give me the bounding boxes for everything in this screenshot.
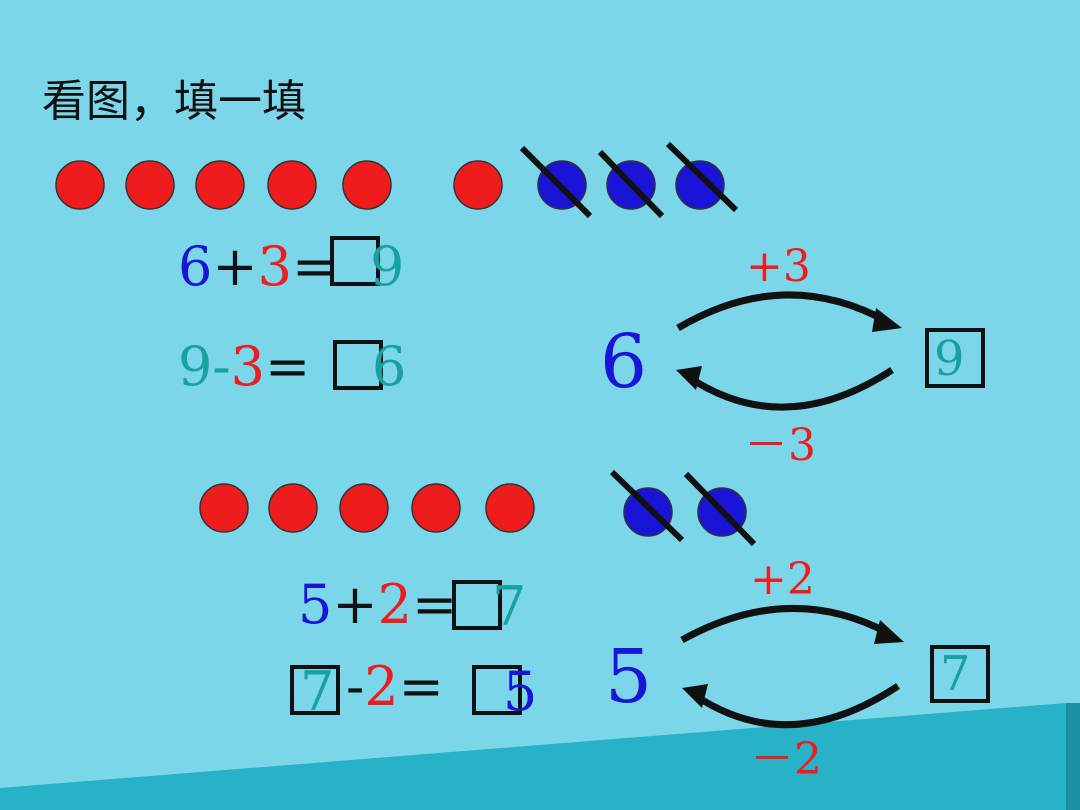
arrows-diagram-2 (680, 605, 904, 729)
eq-operator: - (212, 335, 231, 398)
start-number: 5 (605, 634, 653, 720)
equation-1b: 9-3= (178, 340, 310, 394)
eq-equals: = (398, 655, 444, 718)
red-circle-icon (339, 483, 389, 533)
equation-1a: 6+3= (178, 240, 337, 294)
eq-operand: 3 (257, 235, 292, 298)
strike-icon (665, 141, 739, 213)
answer-value: 7 (492, 575, 527, 638)
red-circle-icon (55, 160, 105, 210)
eq-operand: 2 (364, 655, 399, 718)
equation-2b: -2= (346, 660, 444, 714)
equation-2a: 5+2= (298, 578, 457, 632)
plus-label: +3 (746, 241, 811, 292)
answer-box[interactable] (290, 665, 340, 715)
eq-operand: 3 (230, 335, 265, 398)
answer-value: 6 (372, 335, 407, 398)
eq-operand: 6 (178, 235, 213, 298)
forward-arrow-icon (676, 291, 890, 332)
blue-circle-icon (623, 487, 673, 537)
strike-icon (683, 471, 757, 547)
eq-operand: 2 (377, 573, 412, 636)
minus-label: －3 (744, 420, 816, 471)
back-arrow-icon (694, 683, 900, 729)
arrowhead-icon (676, 366, 702, 390)
strike-icon (597, 149, 665, 219)
strike-icon (519, 145, 593, 219)
circles-row-1 (55, 141, 739, 219)
plus-label: +2 (750, 554, 815, 605)
start-number: 6 (600, 319, 648, 405)
answer-box[interactable] (472, 665, 522, 715)
answer-box[interactable] (333, 340, 383, 390)
forward-arrow-icon (680, 605, 892, 644)
strike-icon (609, 469, 685, 543)
red-circle-icon (199, 483, 249, 533)
eq-operator: + (332, 573, 378, 636)
eq-equals: = (291, 235, 338, 298)
red-circle-icon (267, 160, 317, 210)
arrowhead-icon (874, 620, 904, 644)
circles-row-2 (199, 469, 757, 547)
arrowhead-icon (682, 684, 708, 708)
answer-value: 5 (503, 660, 538, 723)
eq-equals: = (264, 335, 311, 398)
answer-value: 9 (370, 235, 405, 298)
answer-box[interactable] (452, 580, 502, 630)
eq-operator: - (346, 655, 365, 718)
end-number-box (925, 328, 985, 388)
arrowhead-icon (872, 308, 902, 332)
answer-value: 7 (300, 660, 335, 723)
end-number: 7 (940, 646, 971, 702)
minus-label: －2 (750, 734, 822, 785)
eq-operand: 9 (178, 335, 213, 398)
end-number: 9 (934, 331, 965, 387)
page-title: 看图，填一填 (42, 76, 306, 127)
red-circle-icon (453, 160, 503, 210)
red-circle-icon (342, 160, 392, 210)
red-circle-icon (485, 483, 535, 533)
blue-circle-icon (675, 160, 725, 210)
red-circle-icon (195, 160, 245, 210)
red-circle-icon (268, 483, 318, 533)
red-circle-icon (125, 160, 175, 210)
red-circle-icon (411, 483, 461, 533)
answer-box[interactable] (330, 236, 380, 286)
eq-operand: 5 (298, 573, 333, 636)
back-arrow-icon (688, 367, 894, 411)
eq-equals: = (411, 573, 458, 636)
eq-operator: + (212, 235, 258, 298)
arrows-diagram-1 (676, 291, 902, 411)
end-number-box (930, 645, 990, 703)
